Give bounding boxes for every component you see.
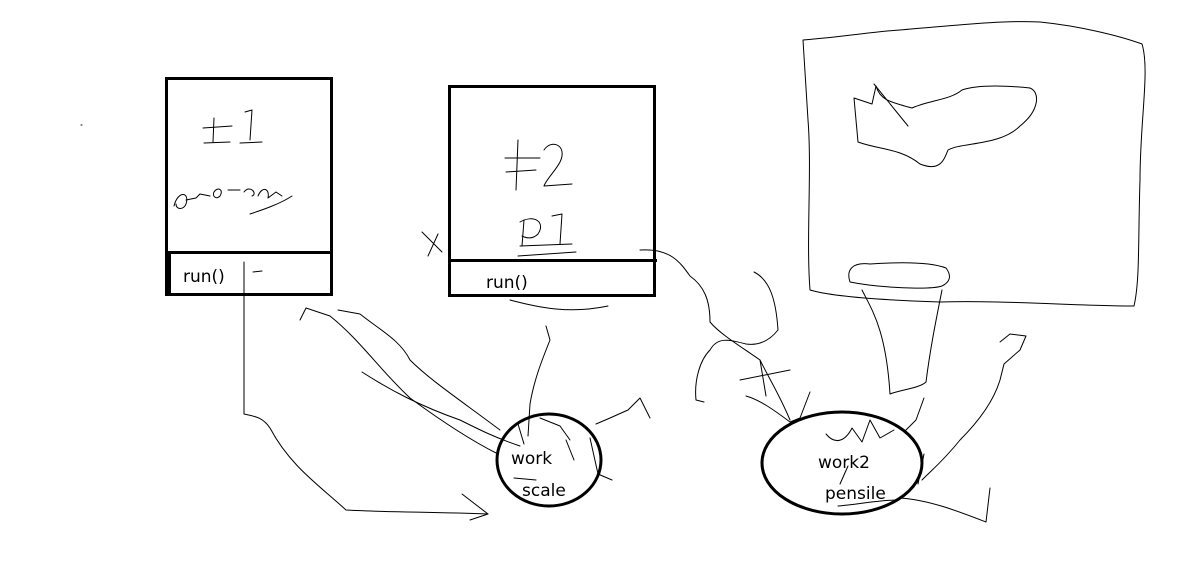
resource2-underline — [837, 499, 899, 507]
thread1-box — [165, 77, 333, 296]
thread2-handwritten-note — [517, 213, 577, 257]
screen-doodle — [853, 85, 1038, 168]
x-mark — [421, 231, 443, 257]
thread2-handwritten-title — [504, 139, 573, 191]
connection-lines — [243, 249, 1027, 523]
screen-outline — [802, 21, 1146, 307]
resource2-ellipse — [760, 410, 924, 516]
thread2-box — [448, 85, 656, 297]
resource2-line2: pensile — [825, 484, 886, 504]
thread1-handwritten-note — [173, 188, 293, 215]
resource1-line2: scale — [522, 481, 566, 501]
resource1-line1: work — [511, 449, 553, 469]
resource2-line1: work2 — [818, 453, 870, 473]
resource1-underline — [513, 477, 537, 481]
screen-stand-top — [848, 262, 950, 289]
resource1-ellipse — [495, 412, 603, 508]
thread1-run-label: run() — [183, 267, 225, 287]
screen-doodle-stroke — [873, 83, 909, 127]
thread2-run-label: run() — [486, 273, 528, 293]
thread1-run-box — [168, 251, 333, 295]
thread2-run-box — [448, 259, 657, 296]
thread1-handwritten-title — [202, 109, 263, 144]
thread1-tick — [252, 270, 263, 273]
screen-stand — [861, 289, 943, 395]
